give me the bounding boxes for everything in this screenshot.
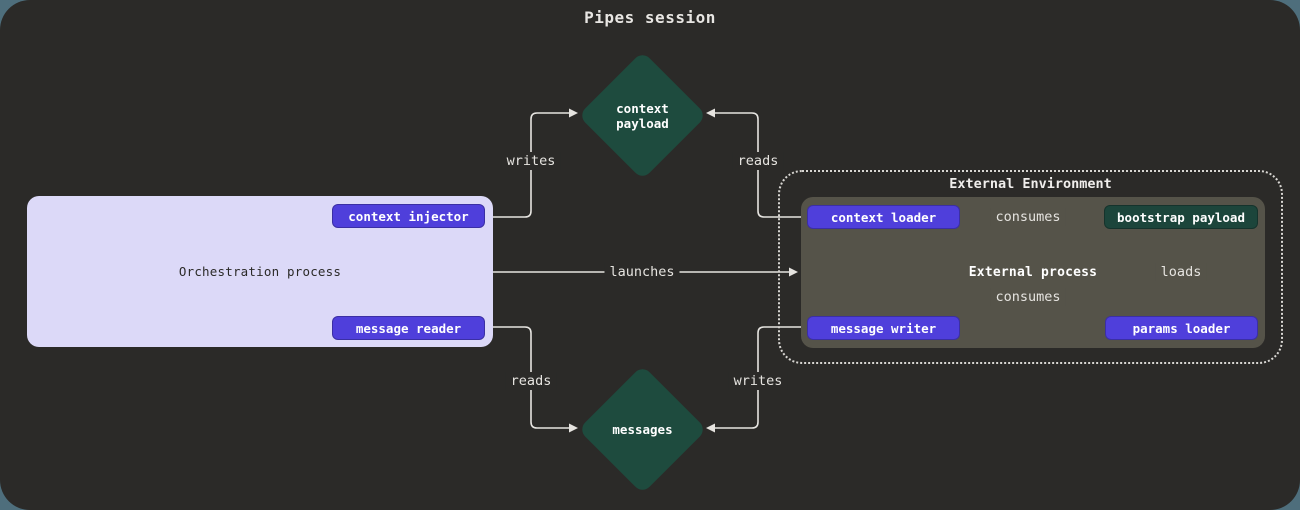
edge-label-writes-bottom: writes	[728, 372, 788, 390]
edge-launches-arrowhead	[789, 267, 798, 277]
edge-writes-top-arrowhead	[569, 108, 578, 118]
context-payload-label: context payload	[597, 70, 688, 161]
edge-label-reads-top: reads	[732, 152, 784, 170]
edge-reads-bottom-arrowhead	[569, 423, 578, 433]
external-environment-box	[778, 170, 1283, 364]
messages-node: messages	[578, 365, 707, 494]
context-injector-badge: context injector	[332, 204, 485, 228]
context-payload-node: context payload	[578, 51, 707, 180]
edge-label-writes-top: writes	[501, 152, 561, 170]
params-loader-badge: params loader	[1105, 316, 1258, 340]
orchestration-process-label: Orchestration process	[178, 264, 342, 279]
edge-writes-bottom-arrowhead	[706, 423, 715, 433]
edge-label-loads: loads	[1155, 263, 1207, 281]
external-process-label: External process	[968, 265, 1098, 280]
edge-label-consumes-top: consumes	[990, 208, 1066, 226]
messages-label: messages	[612, 422, 673, 437]
context-payload-label-line2: payload	[616, 115, 669, 131]
external-environment-label: External Environment	[949, 176, 1112, 192]
edge-label-launches: launches	[604, 263, 680, 281]
edge-label-reads-bottom: reads	[505, 372, 557, 390]
edge-reads-top-arrowhead	[706, 108, 715, 118]
edge-label-consumes-bottom: consumes	[990, 288, 1066, 306]
context-loader-badge: context loader	[807, 205, 960, 229]
bootstrap-payload-badge: bootstrap payload	[1104, 205, 1258, 229]
message-writer-badge: message writer	[807, 316, 960, 340]
message-reader-badge: message reader	[332, 316, 485, 340]
context-payload-label-line1: context	[616, 100, 669, 116]
page-title: Pipes session	[584, 8, 716, 27]
